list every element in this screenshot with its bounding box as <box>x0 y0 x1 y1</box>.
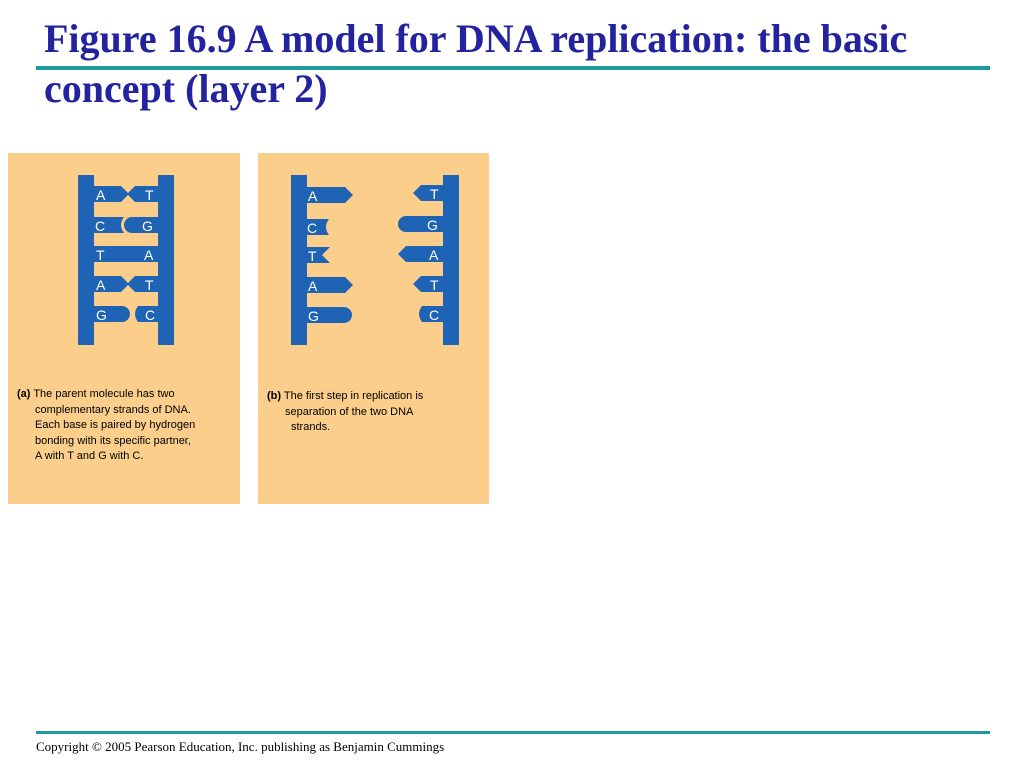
base-T-block <box>413 276 443 292</box>
panel-b-caption: (b) The first step in replication is sep… <box>267 389 482 436</box>
right-base-label: C <box>429 307 439 323</box>
panel-a-parent-molecule: A T C G T A A T G C (a) The parent molec… <box>8 153 240 504</box>
left-base-label: A <box>308 278 318 294</box>
caption-line: complementary strands of DNA. <box>35 403 191 416</box>
caption-line: The first step in replication is <box>283 390 424 402</box>
base-A-block <box>307 187 353 203</box>
base-C-block <box>307 219 329 235</box>
right-base-label: T <box>430 186 439 202</box>
left-base-label: A <box>96 187 106 203</box>
base-T-block <box>127 276 158 292</box>
base-T-block <box>413 185 443 201</box>
left-base-label: A <box>96 277 106 293</box>
base-C-block <box>135 306 158 322</box>
base-A-block <box>307 277 353 293</box>
left-base-label: C <box>307 220 317 236</box>
base-A-block <box>94 276 129 292</box>
panel-a-caption: (a) The parent molecule has two compleme… <box>17 387 232 465</box>
paired-dna-diagram: A T C G T A A T G C <box>78 175 174 345</box>
caption-line: separation of the two DNA <box>285 405 414 418</box>
caption-line: strands. <box>291 421 331 433</box>
title-divider <box>36 66 990 70</box>
right-base-label: G <box>142 218 153 234</box>
base-G-block <box>94 306 130 322</box>
caption-line: The parent molecule has two <box>33 388 175 400</box>
right-base-label: T <box>430 277 439 293</box>
base-C-block <box>94 217 124 233</box>
right-base-label: A <box>429 247 439 263</box>
base-A-block <box>398 246 443 262</box>
left-base-label: G <box>96 307 107 323</box>
base-G-block <box>307 307 352 323</box>
slide-title: Figure 16.9 A model for DNA replication:… <box>44 16 908 111</box>
caption-line: Each base is paired by hydrogen <box>35 419 196 431</box>
caption-line: bonding with its specific partner, <box>35 434 191 447</box>
base-T-block <box>94 246 135 262</box>
right-base-label: C <box>145 307 155 323</box>
base-T-block <box>127 186 158 202</box>
right-backbone <box>443 175 459 345</box>
left-base-label: T <box>96 247 105 263</box>
right-base-label: G <box>427 217 438 233</box>
left-base-label: C <box>95 218 105 234</box>
footer-divider <box>36 731 990 734</box>
base-A-block <box>124 246 158 262</box>
left-base-label: A <box>308 188 318 204</box>
right-backbone <box>158 175 174 345</box>
base-G-block <box>398 216 443 232</box>
base-G-block <box>124 217 158 233</box>
right-base-label: A <box>144 247 154 263</box>
left-base-label: G <box>308 308 319 324</box>
caption-line: A with T and G with C. <box>35 450 144 462</box>
panel-b-strand-separation: A C T A G T G A T C (b) The first step i… <box>258 153 489 504</box>
panel-b-tag: (b) <box>267 390 282 402</box>
panel-a-tag: (a) <box>17 388 31 400</box>
left-base-label: T <box>308 248 317 264</box>
base-C-block <box>419 306 443 322</box>
right-base-label: T <box>145 277 154 293</box>
right-base-label: T <box>145 187 154 203</box>
base-A-block <box>94 186 129 202</box>
left-backbone <box>78 175 94 345</box>
separated-dna-diagram: A C T A G T G A T C <box>291 175 459 345</box>
left-backbone <box>291 175 307 345</box>
base-T-block <box>307 247 330 263</box>
copyright-notice: Copyright © 2005 Pearson Education, Inc.… <box>36 739 445 754</box>
